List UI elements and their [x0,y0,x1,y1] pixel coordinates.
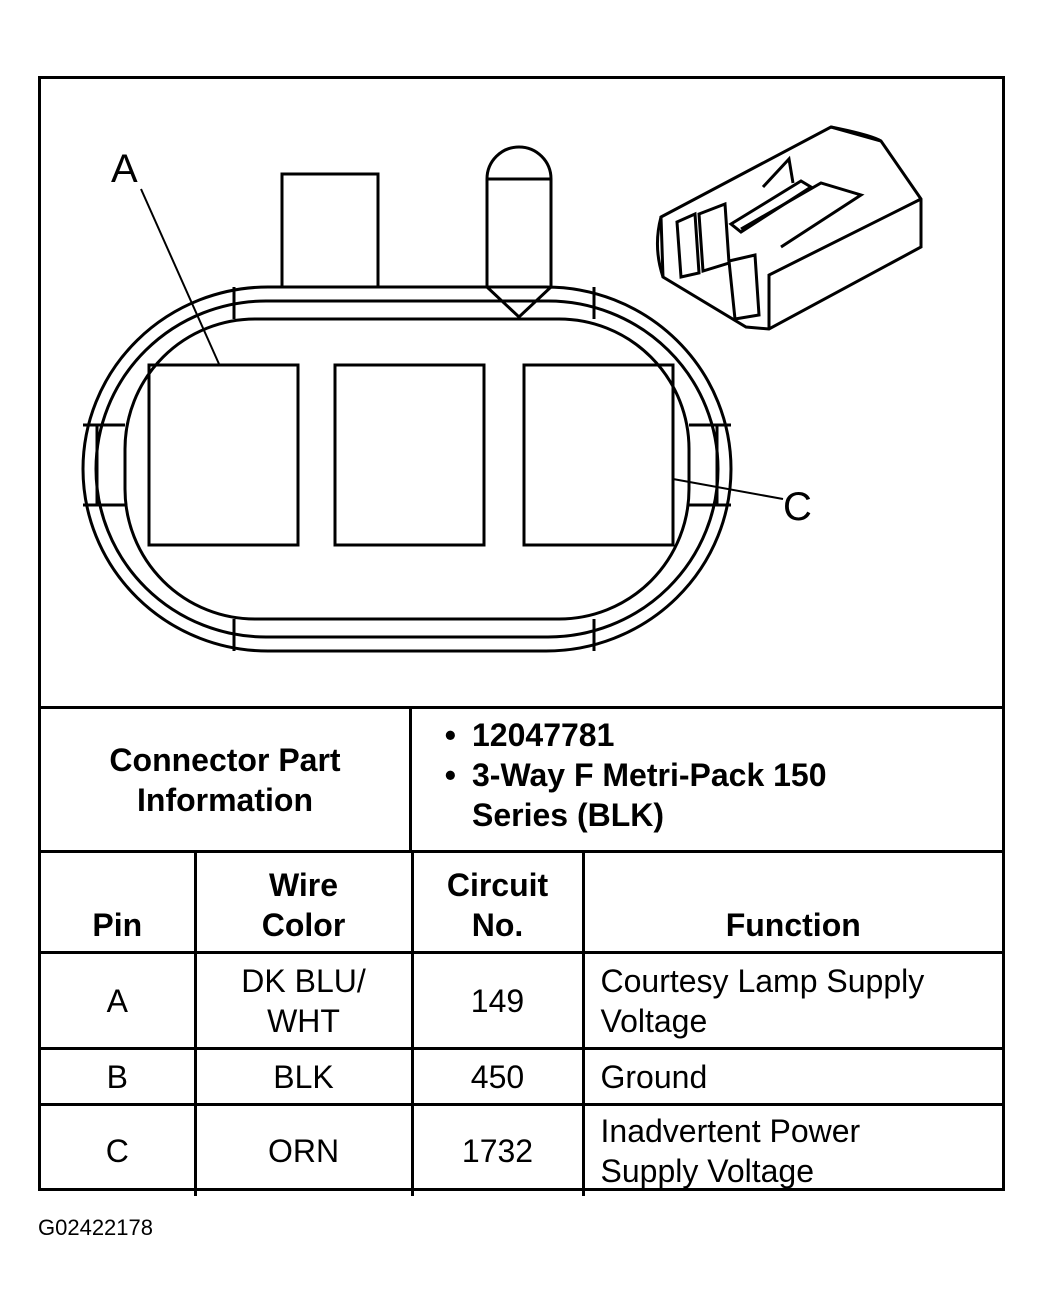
header-function: Function [581,853,1002,954]
pin-table-header: Pin Wire Color Circuit No. Function [41,853,1002,954]
rib-bottom [232,619,596,651]
housing-outer [81,285,733,653]
connector-3d-illustration [656,125,923,331]
bullet-connector-type: • 3-Way F Metri-Pack 150 Series (BLK) [412,755,1002,835]
connector-face-drawing [81,125,923,653]
cavity-a [147,363,300,547]
callout-pin-a: A [111,147,138,191]
table-row: B BLK 450 Ground [41,1047,1002,1106]
cell-wire-color: DK BLU/ WHT [193,951,414,1050]
bullet-part-number: • 12047781 [412,715,1002,755]
rib-top [232,287,596,319]
cavity-c [522,363,675,547]
cell-wire-color: BLK [193,1047,414,1106]
cell-wire-color: ORN [193,1103,414,1196]
table-row: C ORN 1732 Inadvertent Power Supply Volt… [41,1103,1002,1196]
figure-id-caption: G02422178 [38,1215,153,1240]
cell-circuit-no: 149 [410,951,585,1050]
key-right [689,423,731,507]
latch-tab-right [485,145,553,320]
cell-pin: B [41,1047,197,1106]
header-circuit-no: Circuit No. [410,853,585,954]
connector-diagram: A C [41,79,1002,706]
leader-a [140,188,220,365]
latch-tab-left [280,172,380,287]
cell-pin: A [41,951,197,1050]
housing-mid [94,299,720,639]
connector-part-info-label: Connector Part Information [41,709,412,850]
cavity-b [333,363,486,547]
leader-c [672,478,784,500]
figure-frame: A C Connector Part Information • 1204778… [38,76,1005,1196]
pin-table: Pin Wire Color Circuit No. Function A DK… [41,853,1002,1196]
bullet-dot-icon: • [444,717,456,753]
housing-inner [123,317,691,621]
cell-circuit-no: 1732 [410,1103,585,1196]
callout-pin-c: C [783,485,812,529]
cell-circuit-no: 450 [410,1047,585,1106]
table-row: A DK BLU/ WHT 149 Courtesy Lamp Supply V… [41,951,1002,1050]
connector-part-bullets: • 12047781 • 3-Way F Metri-Pack 150 Seri… [412,715,1002,835]
header-pin: Pin [41,853,197,954]
cell-function: Courtesy Lamp Supply Voltage [581,951,1002,1050]
connector-part-info: Connector Part Information • 12047781 • … [41,706,1002,853]
bullet-dot-icon: • [444,757,456,793]
cell-function: Inadvertent Power Supply Voltage [581,1103,1002,1196]
header-wire-color: Wire Color [193,853,414,954]
cell-pin: C [41,1103,197,1196]
cell-function: Ground [581,1047,1002,1106]
key-left [83,423,125,507]
